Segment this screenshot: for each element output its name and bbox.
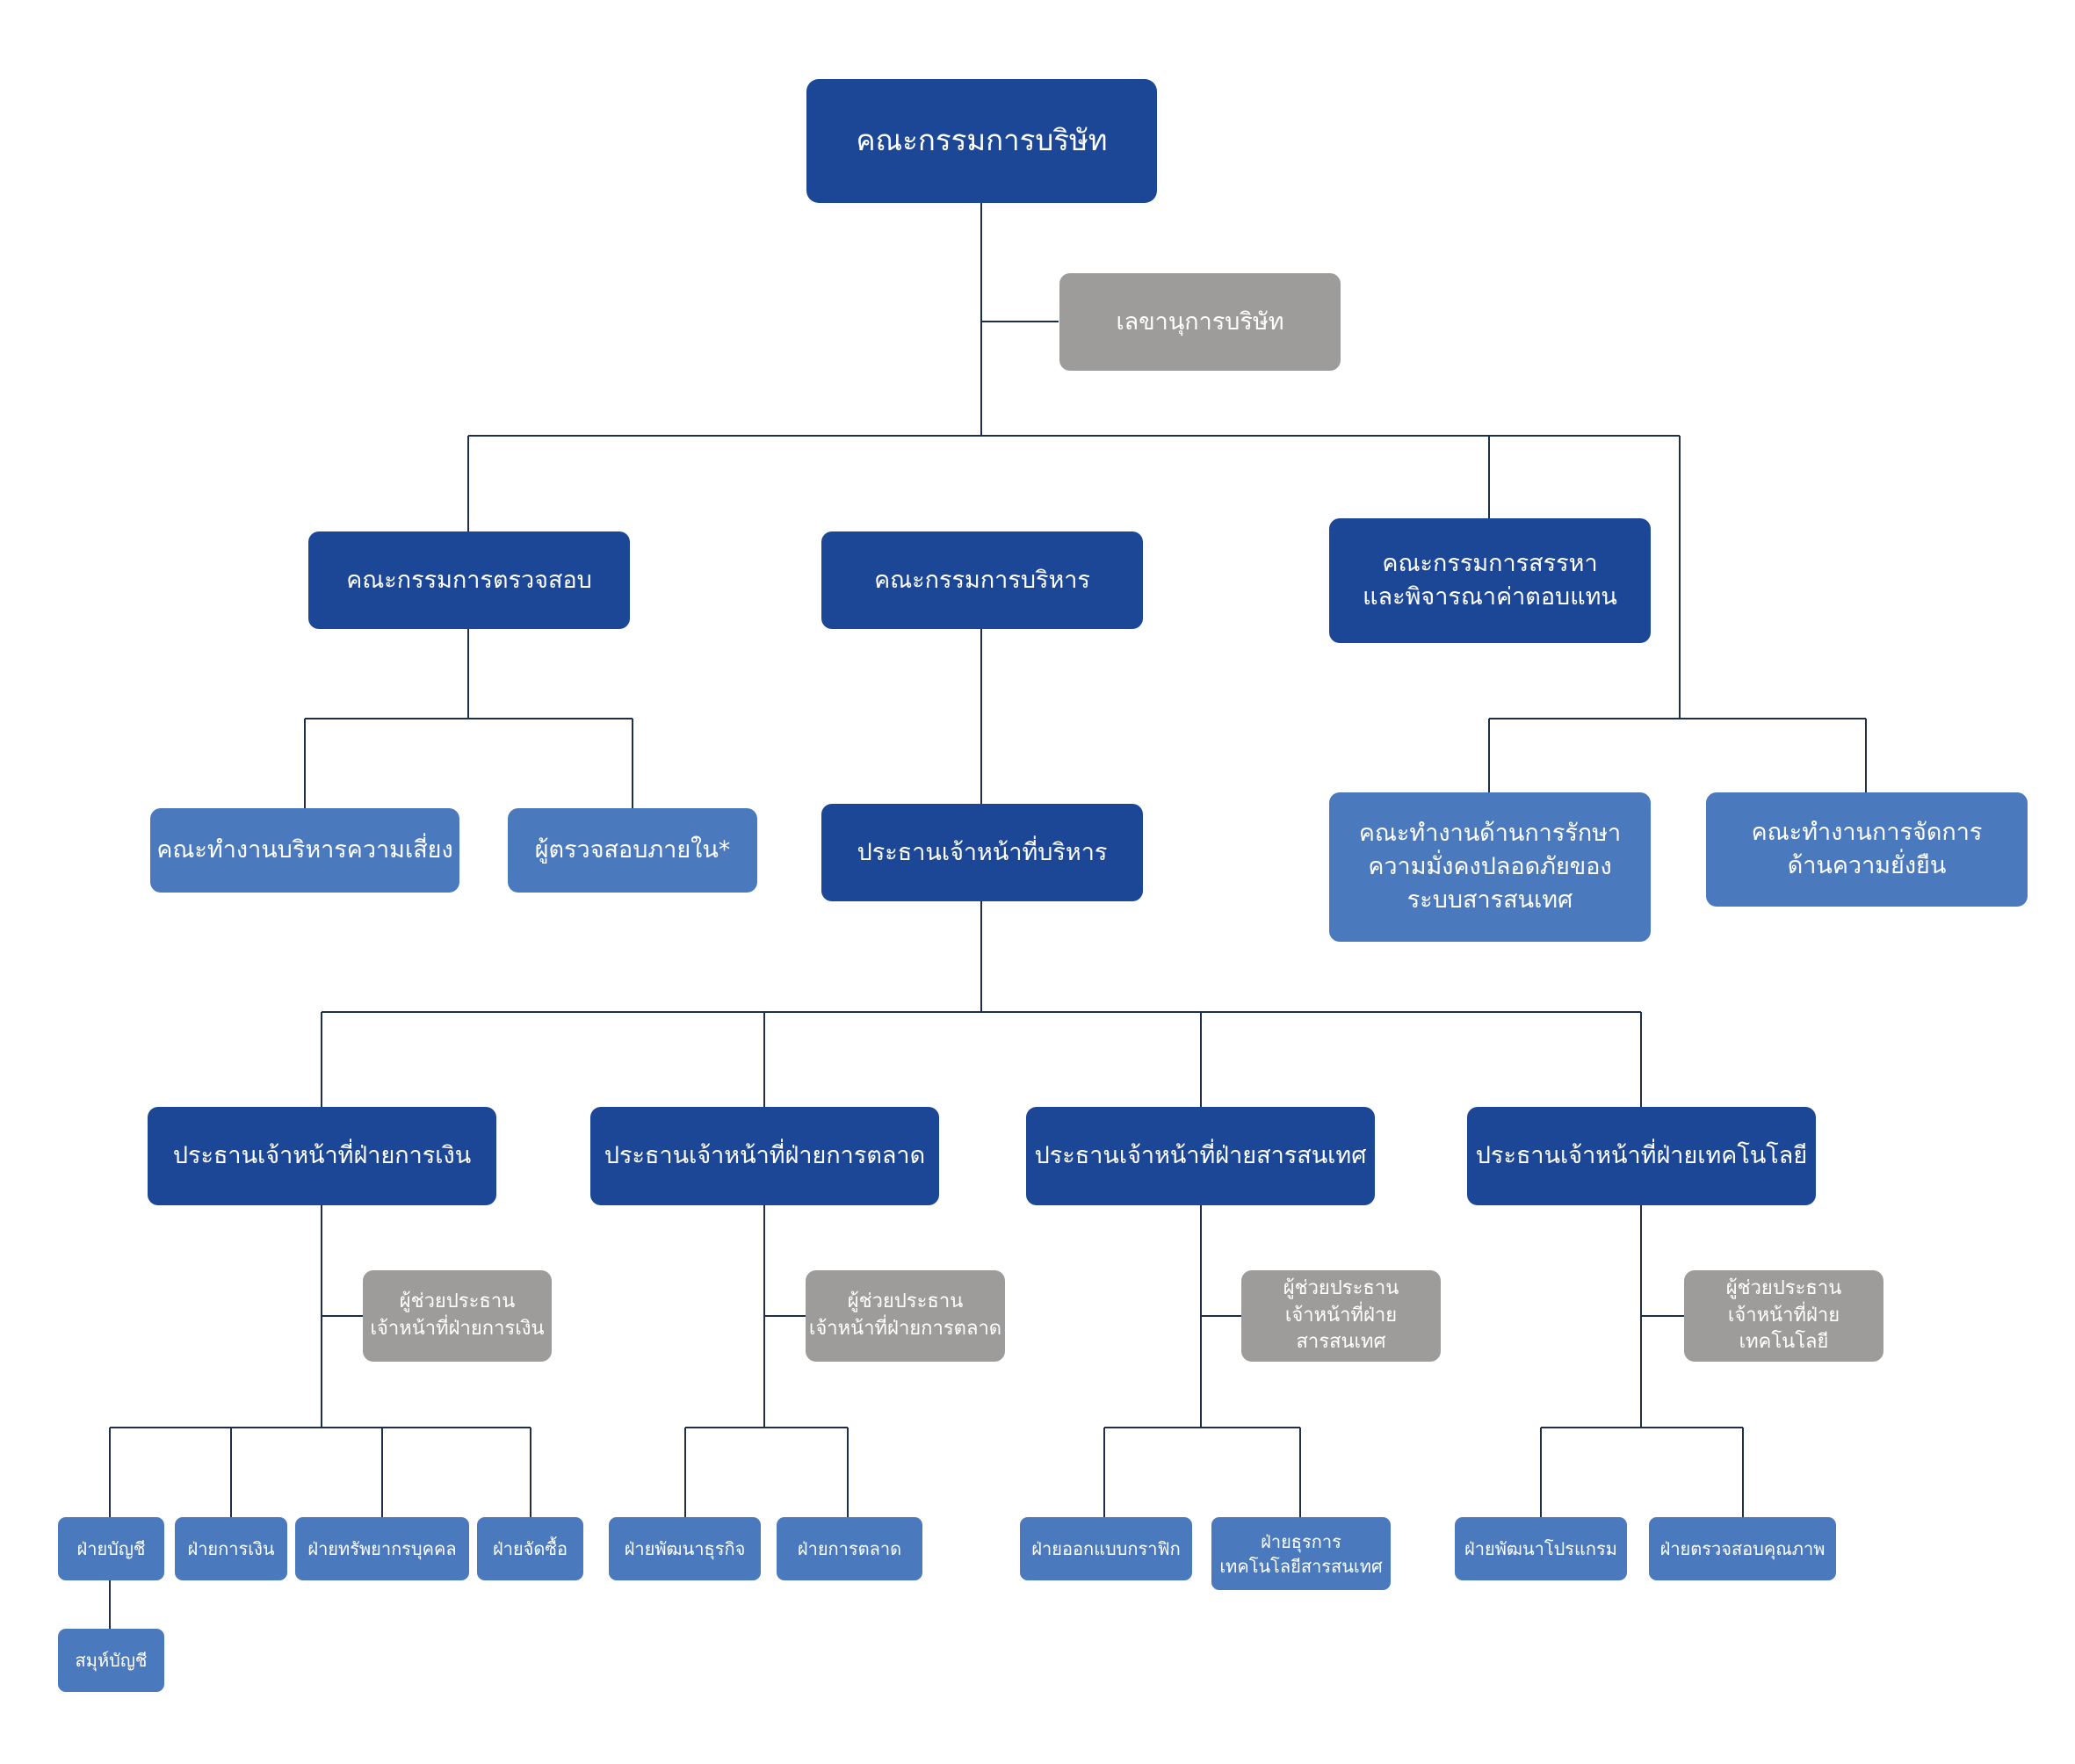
business-development-department-box: ฝ่ายพัฒนาธุรกิจ: [609, 1517, 761, 1580]
assistant-cmo-box: ผู้ช่วยประธาน เจ้าหน้าที่ฝ่ายการตลาด: [806, 1270, 1005, 1362]
program-development-department-box: ฝ่ายพัฒนาโปรแกรม: [1455, 1517, 1627, 1580]
finance-department-box: ฝ่ายการเงิน: [175, 1517, 287, 1580]
cfo-box: ประธานเจ้าหน้าที่ฝ่ายการเงิน: [148, 1107, 496, 1205]
board-of-directors-box: คณะกรรมการบริษัท: [806, 79, 1157, 203]
cmo-box: ประธานเจ้าหน้าที่ฝ่ายการตลาด: [590, 1107, 939, 1205]
cto-box: ประธานเจ้าหน้าที่ฝ่ายเทคโนโลยี: [1467, 1107, 1816, 1205]
it-administration-department-box: ฝ่ายธุรการ เทคโนโลยีสารสนเทศ: [1211, 1517, 1391, 1590]
sustainability-working-group-box: คณะทำงานการจัดการ ด้านความยั่งยืน: [1706, 792, 2028, 907]
assistant-cto-box: ผู้ช่วยประธาน เจ้าหน้าที่ฝ่ายเทคโนโลยี: [1684, 1270, 1883, 1362]
cio-box: ประธานเจ้าหน้าที่ฝ่ายสารสนเทศ: [1026, 1107, 1375, 1205]
assistant-cio-box: ผู้ช่วยประธาน เจ้าหน้าที่ฝ่ายสารสนเทศ: [1241, 1270, 1441, 1362]
procurement-department-box: ฝ่ายจัดซื้อ: [477, 1517, 583, 1580]
assistant-cfo-box: ผู้ช่วยประธาน เจ้าหน้าที่ฝ่ายการเงิน: [363, 1270, 552, 1362]
chief-accountant-box: สมุห์บัญชี: [58, 1629, 164, 1692]
internal-auditor-box: ผู้ตรวจสอบภายใน*: [508, 808, 757, 893]
quality-assurance-department-box: ฝ่ายตรวจสอบคุณภาพ: [1649, 1517, 1836, 1580]
executive-committee-box: คณะกรรมการบริหาร: [821, 531, 1143, 629]
nomination-remuneration-committee-box: คณะกรรมการสรรหา และพิจารณาค่าตอบแทน: [1329, 518, 1651, 643]
ceo-box: ประธานเจ้าหน้าที่บริหาร: [821, 804, 1143, 901]
graphic-design-department-box: ฝ่ายออกแบบกราฟิก: [1020, 1517, 1192, 1580]
human-resources-department-box: ฝ่ายทรัพยากรบุคคล: [295, 1517, 469, 1580]
accounting-department-box: ฝ่ายบัญชี: [58, 1517, 164, 1580]
audit-committee-box: คณะกรรมการตรวจสอบ: [308, 531, 630, 629]
marketing-department-box: ฝ่ายการตลาด: [777, 1517, 922, 1580]
company-secretary-box: เลขานุการบริษัท: [1059, 273, 1341, 371]
risk-management-working-group-box: คณะทำงานบริหารความเสี่ยง: [150, 808, 459, 893]
infosec-working-group-box: คณะทำงานด้านการรักษา ความมั่งคงปลอดภัยขอ…: [1329, 792, 1651, 942]
